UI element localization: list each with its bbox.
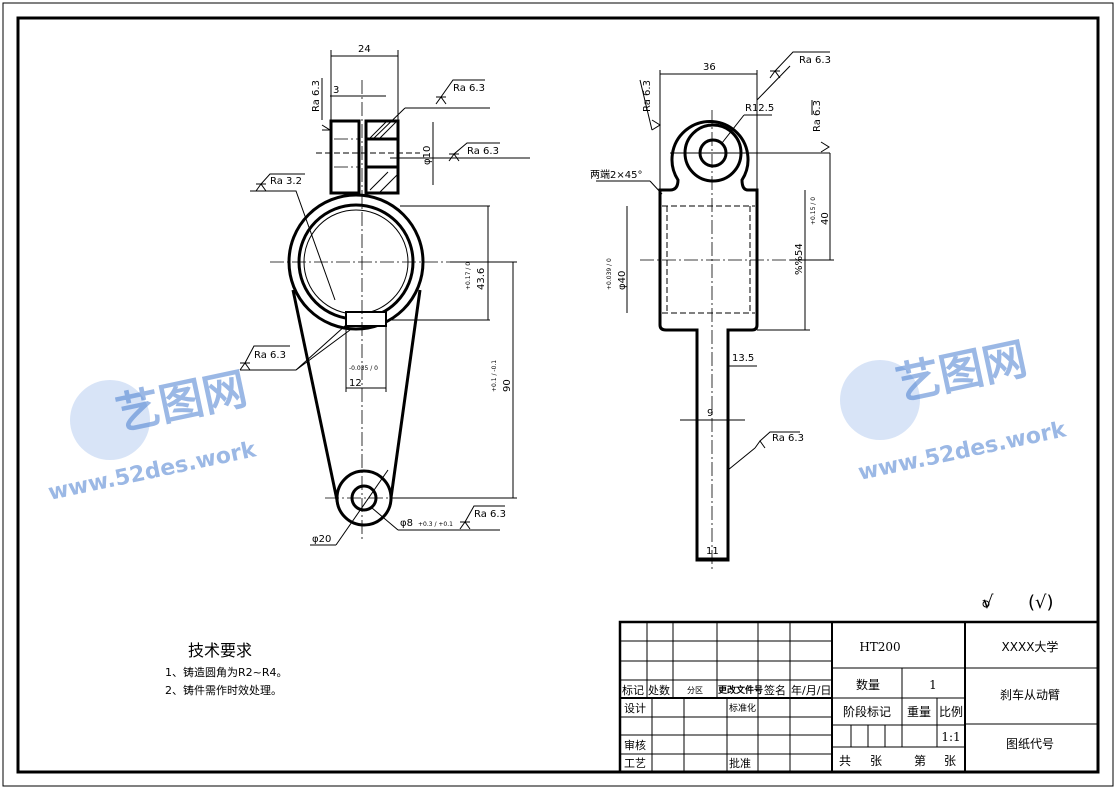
label-process: 工艺 <box>624 757 646 770</box>
label-weight: 重量 <box>907 705 931 719</box>
tech-title: 技术要求 <box>188 641 252 660</box>
watermark-name: 艺图网 <box>112 363 252 440</box>
label-stage: 阶段标记 <box>843 704 891 719</box>
dim-40: 40 <box>820 212 831 225</box>
surface-roughness-note: √ (√) <box>982 592 1054 613</box>
roughness-label: Ra 6.3 <box>467 146 499 157</box>
dim-phi40: φ40 <box>617 271 628 290</box>
drawing-code: 图纸代号 <box>1006 737 1054 751</box>
dim-phi10: φ10 <box>422 146 433 165</box>
label-mark: 标记 <box>622 683 644 697</box>
roughness-label: Ra 6.3 <box>311 80 322 112</box>
roughness-label: Ra 6.3 <box>474 509 506 520</box>
dim-phi8-tol: +0.3 / +0.1 <box>418 521 453 528</box>
dim-13-5: 13.5 <box>732 353 754 364</box>
roughness-label: Ra 6.3 <box>642 80 653 112</box>
dim-11: 11 <box>706 546 719 557</box>
tech-item: 2、铸件需作时效处理。 <box>165 683 282 697</box>
dim-phi8: φ8 <box>400 518 413 529</box>
dim-24: 24 <box>358 44 371 55</box>
dim-54: %%54 <box>794 243 805 275</box>
label-date: 年/月/日 <box>791 683 831 697</box>
tech-item: 1、铸造圆角为R2~R4。 <box>165 665 288 679</box>
technical-requirements: 技术要求 1、铸造圆角为R2~R4。 2、铸件需作时效处理。 <box>165 641 288 697</box>
dim-9: 9 <box>707 408 713 419</box>
dim-chamfer: 两端2×45° <box>590 168 642 181</box>
scale-value: 1:1 <box>941 730 960 744</box>
right-view: 36 R12.5 两端2×45° φ40 +0.039 / 0 %%54 40 … <box>590 51 834 570</box>
surface-symbol-circle-icon <box>982 600 990 608</box>
label-signature: 签名 <box>764 683 786 697</box>
label-count: 处数 <box>648 684 670 697</box>
dim-90: 90 <box>502 379 513 392</box>
surface-symbol-paren: (√) <box>1028 592 1054 613</box>
dim-43-6-tol: +0.17 / 0 <box>465 262 472 290</box>
label-total: 共 <box>839 754 851 768</box>
label-sheet: 张 <box>944 754 956 768</box>
watermark-name: 艺图网 <box>892 333 1032 410</box>
dim-36: 36 <box>703 62 716 73</box>
title-block: 标记 处数 分区 更改文件号 签名 年/月/日 设计 标准化 审核 工艺 批准 … <box>618 620 1100 774</box>
roughness-label: Ra 6.3 <box>772 433 804 444</box>
part-name: 刹车从动臂 <box>1000 687 1060 702</box>
roughness-label: Ra 6.3 <box>799 55 831 66</box>
label-design: 设计 <box>624 702 646 715</box>
dim-40-tol: +0.15 / 0 <box>810 197 817 225</box>
roughness-label: Ra 6.3 <box>453 83 485 94</box>
watermark-globe-icon <box>840 360 920 440</box>
label-sheets: 张 <box>870 754 882 768</box>
dim-phi20: φ20 <box>312 534 331 545</box>
dim-phi40-tol: +0.039 / 0 <box>606 258 613 290</box>
watermark-globe-icon <box>70 380 150 460</box>
surface-symbol: √ <box>982 592 994 613</box>
left-view: 24 3 φ10 43.6 +0.17 / 0 12 -0.035 / 0 90… <box>239 44 530 546</box>
label-nth: 第 <box>914 754 926 768</box>
watermark: 艺图网 www.52des.work 艺图网 www.52des.work <box>46 333 1069 505</box>
inner-border <box>16 16 1100 774</box>
label-approve: 批准 <box>729 756 751 770</box>
material: HT200 <box>859 640 900 654</box>
label-standardize: 标准化 <box>729 702 756 714</box>
dim-r12-5: R12.5 <box>745 103 774 114</box>
roughness-label: Ra 3.2 <box>270 176 302 187</box>
watermark-url: www.52des.work <box>46 437 259 506</box>
dim-12: 12 <box>349 378 362 389</box>
dim-90-tol: +0.1 / -0.1 <box>491 360 498 392</box>
label-review: 审核 <box>624 738 646 752</box>
dim-3: 3 <box>333 85 339 96</box>
roughness-label: Ra 6.3 <box>812 100 823 132</box>
dim-12-tol: -0.035 / 0 <box>349 365 378 372</box>
label-zone: 分区 <box>687 686 703 695</box>
roughness-label: Ra 6.3 <box>254 350 286 361</box>
label-scale: 比例 <box>939 705 963 719</box>
section-hatch <box>369 121 398 193</box>
quantity-value: 1 <box>929 678 937 692</box>
label-change-doc: 更改文件号 <box>718 684 763 696</box>
school-name: XXXX大学 <box>1002 639 1059 654</box>
label-quantity: 数量 <box>856 677 880 692</box>
dim-43-6: 43.6 <box>476 268 487 290</box>
